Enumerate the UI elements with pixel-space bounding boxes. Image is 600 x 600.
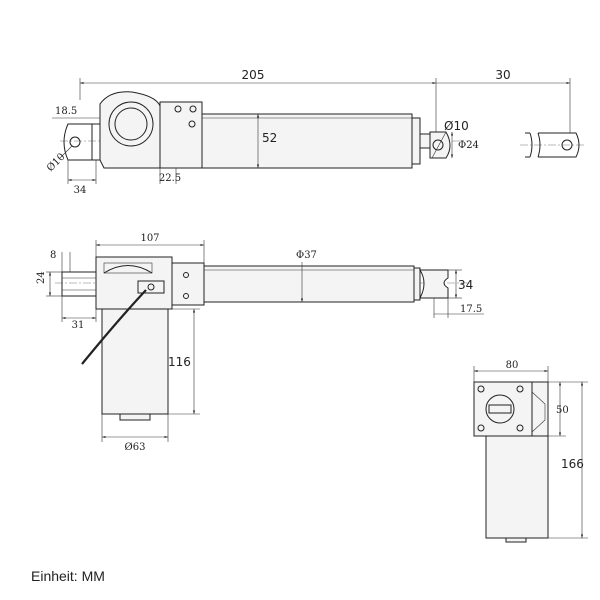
mount-block-side (171, 262, 205, 306)
dim-front-depth: 17.5 (460, 304, 482, 315)
dim-rear-offset: 18.5 (55, 106, 77, 117)
unit-label: Einheit: MM (31, 568, 105, 584)
motor-endcap (119, 413, 151, 421)
front-eye-hole (432, 139, 444, 151)
end-view: 80 50 166 (473, 360, 588, 543)
end-side-flange (531, 381, 549, 437)
dim-end-height: 50 (556, 405, 569, 416)
end-motor-body (485, 435, 549, 539)
dim-front-hole: Ø10 (444, 119, 469, 133)
cable-gland (137, 280, 165, 294)
extended-eye-hole (561, 139, 573, 151)
dim-rear-hole: Ø10 (45, 151, 68, 174)
gearbox-housing (99, 91, 161, 169)
screw-icon (188, 120, 196, 128)
dim-motor-diameter: Ø63 (125, 442, 146, 453)
dim-motor-length: 107 (140, 233, 159, 244)
side-view: 107 Φ37 8 24 31 34 17.5 116 (36, 233, 484, 453)
dim-stroke-length: 205 (242, 68, 265, 82)
rear-clevis-hole (69, 136, 81, 148)
screw-icon (174, 105, 182, 113)
inner-rod (419, 133, 431, 149)
rear-clevis-side (61, 271, 97, 297)
motor-body (101, 308, 169, 415)
dim-rear-height: 24 (36, 271, 47, 284)
front-eye (429, 131, 451, 159)
motor-circle-inner (114, 107, 148, 141)
outer-tube-side (203, 265, 415, 303)
dim-front-height: 34 (458, 278, 473, 292)
dim-rear-width: 34 (74, 185, 87, 196)
top-view: 205 30 18.5 Ø10 34 22.5 52 Ø10 Φ24 (45, 68, 585, 196)
end-shaft-circle (485, 394, 515, 424)
tube-end-cap (411, 117, 421, 165)
dim-rear-slot: 8 (50, 250, 56, 261)
mount-block (159, 101, 203, 169)
dim-rear-to-body: 22.5 (159, 173, 181, 184)
dim-tube-height: 52 (262, 131, 277, 145)
dim-front-eye: Φ24 (458, 140, 479, 151)
dim-rear-depth: 31 (72, 320, 85, 331)
front-clevis-side (419, 269, 449, 299)
extended-eye (525, 132, 580, 158)
power-cable (81, 289, 147, 365)
outer-tube (201, 113, 413, 169)
dim-stroke-extra: 30 (495, 68, 510, 82)
rear-clevis (63, 123, 93, 161)
screw-icon (189, 105, 197, 113)
dim-total-height: 166 (561, 457, 584, 471)
dim-rod-diameter: Φ37 (296, 250, 317, 261)
dim-motor-height: 116 (168, 355, 191, 369)
motor-circle-outer (108, 101, 154, 147)
dim-end-width: 80 (506, 360, 519, 371)
